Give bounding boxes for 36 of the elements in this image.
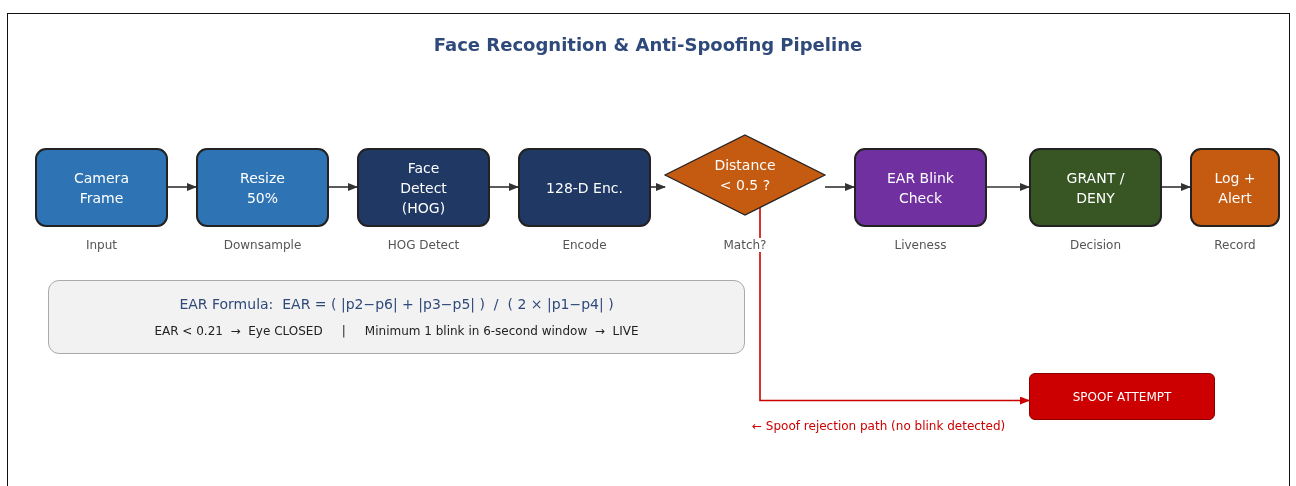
formula-text: EAR Formula: EAR = ( |p2−p6| + |p3−p5| ) / ( 2 × |p1−p4| ) — [179, 296, 614, 312]
process-box — [1190, 148, 1280, 227]
node-text: 128-D Enc. — [546, 178, 623, 198]
arrow — [1161, 183, 1191, 191]
node-text: GRANT / DENY — [1065, 168, 1126, 208]
stage-label: Match? — [721, 238, 769, 252]
process-box — [1029, 148, 1162, 227]
node-text: Face Detect (HOG) — [399, 158, 448, 218]
diagram-title: Face Recognition & Anti-Spoofing Pipeline — [432, 34, 864, 55]
node-text: SPOOF ATTEMPT — [1072, 388, 1172, 406]
formula-panel — [48, 280, 745, 354]
stage-label: Liveness — [892, 238, 949, 252]
stage-label: Downsample — [221, 238, 304, 252]
arrow — [986, 183, 1030, 191]
process-box — [35, 148, 168, 227]
stage-label: HOG Detect — [385, 238, 462, 252]
stage-label: Encode — [560, 238, 609, 252]
arrow — [328, 183, 358, 191]
edge-label: ← Spoof rejection path (no blink detected) — [752, 419, 1006, 433]
node-text: Distance < 0.5 ? — [713, 156, 777, 195]
node-text: EAR Blink Check — [886, 168, 955, 208]
process-box — [196, 148, 329, 227]
arrow — [759, 206, 1030, 405]
arrow — [489, 183, 519, 191]
arrow — [650, 183, 666, 191]
process-box — [357, 148, 490, 227]
node-text: Resize 50% — [239, 168, 286, 208]
node-text: Camera Frame — [73, 168, 130, 208]
arrow — [167, 183, 197, 191]
process-box — [518, 148, 651, 227]
node-text: Log + Alert — [1213, 168, 1257, 208]
stage-label: Record — [1212, 238, 1258, 252]
alert-box — [1029, 373, 1215, 420]
arrow — [824, 183, 855, 191]
note-text: EAR < 0.21 → Eye CLOSED | Minimum 1 blink in 6-second window → LIVE — [154, 324, 639, 338]
process-box — [854, 148, 987, 227]
